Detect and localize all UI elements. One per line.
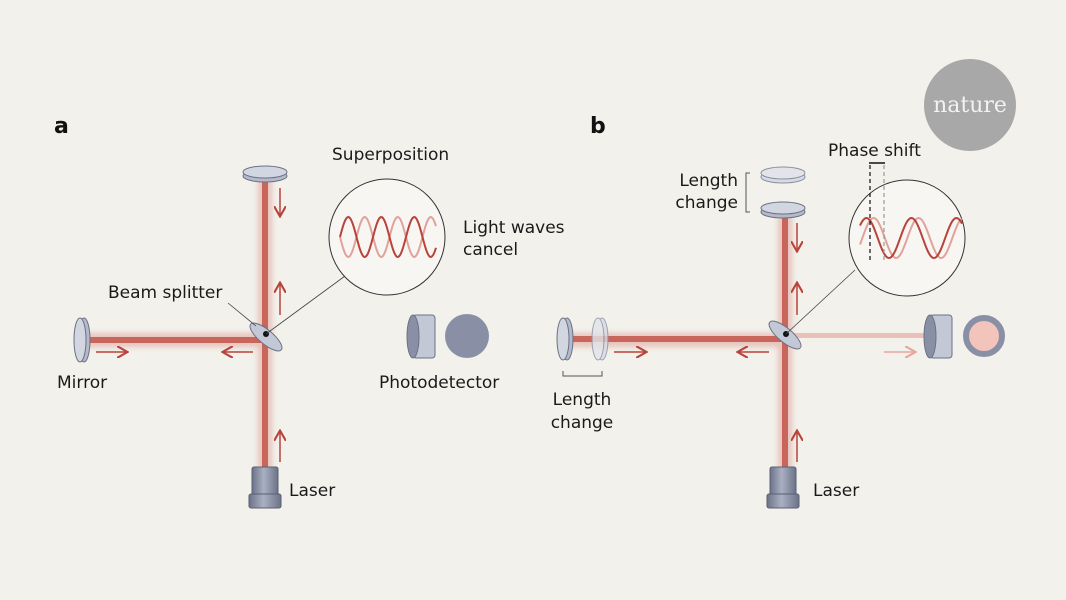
superposition-label: Superposition [332,145,449,165]
nature-logo: nature [924,59,1016,151]
left-mirror-b [556,317,574,361]
length-change-top-line2: change [675,193,738,213]
left-mirror-displaced [591,317,609,361]
length-change-bracket-top [745,172,750,213]
wave-reference [859,216,963,260]
top-mirror-displaced [760,166,806,184]
length-change-top-line1: Length [679,171,738,191]
laser-b [766,466,800,509]
laser-label-b: Laser [813,481,859,501]
horizontal-beam-a [82,337,268,343]
panel-a-label: a [54,114,69,139]
horizontal-beam-b [568,336,788,342]
length-change-left-line1: Length [553,390,612,410]
laser-a [248,466,282,509]
leader-line [785,269,856,335]
cancel-label: cancel [463,240,518,260]
wave-dark [339,215,437,259]
vertical-beam-a [262,178,268,470]
length-change-left-line2: change [551,413,614,433]
top-mirror-a [242,165,288,183]
phase-shift-label: Phase shift [828,141,921,161]
mirror-a [73,317,91,363]
leader-line [265,275,346,335]
logo-text: nature [933,93,1007,118]
mirror-label: Mirror [57,373,107,393]
panel-b: b [551,114,1005,509]
beam-splitter-a [249,322,283,352]
length-change-bracket-left [562,371,603,377]
phase-shift-inset [848,162,966,297]
superposition-inset [328,178,446,296]
panel-a: a [54,114,565,509]
photodetector-label: Photodetector [379,373,499,393]
top-mirror-b [760,201,806,219]
laser-label: Laser [289,481,335,501]
photodetector-a [406,314,489,359]
beam-splitter-label: Beam splitter [108,283,222,303]
wave-shifted [859,216,963,260]
leader-line [227,302,257,327]
light-waves-label: Light waves [463,218,565,238]
panel-b-label: b [590,114,606,139]
photodetector-b [923,314,1005,359]
beam-glow-a [82,178,272,470]
output-beam-b [788,333,928,338]
